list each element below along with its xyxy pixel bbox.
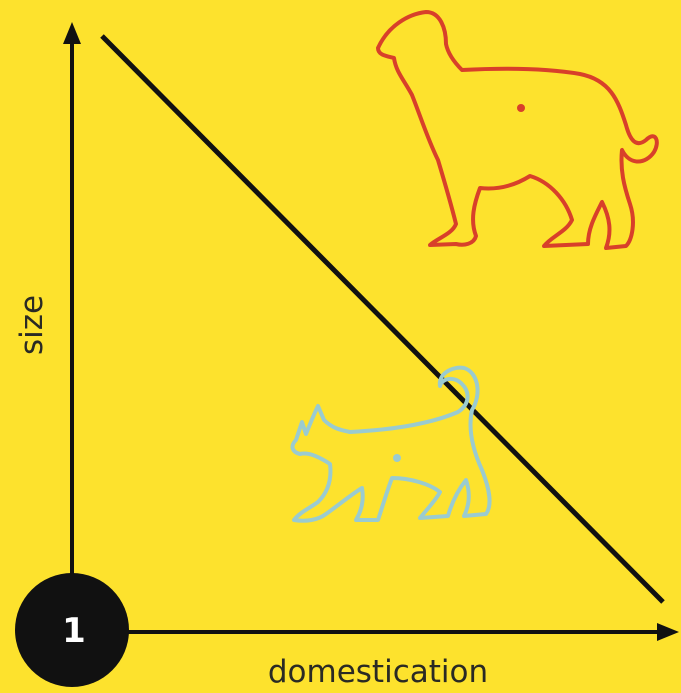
x-axis-arrowhead [657,623,679,641]
y-axis-label: size [14,295,50,355]
x-axis [100,623,679,641]
y-axis [63,22,81,600]
y-axis-arrowhead [63,22,81,44]
step-badge-number: 1 [62,611,86,651]
x-axis-label: domestication [268,654,488,690]
step-badge: 1 [15,573,129,687]
cat-icon [290,365,492,523]
dog-icon [376,10,659,250]
trend-line [100,34,665,604]
